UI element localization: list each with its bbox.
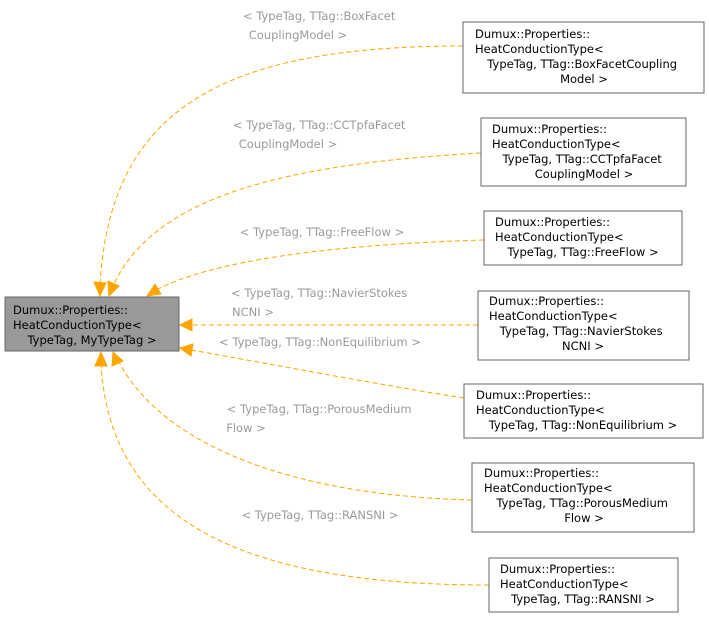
node-box (471, 462, 695, 533)
edge-label: < TypeTag, TTag::CCTpfaFacet CouplingMod… (233, 118, 409, 151)
node-freeflow[interactable]: Dumux::Properties:: HeatConductionType< … (483, 210, 683, 266)
node-box (483, 210, 683, 266)
edge-line (155, 239, 485, 291)
edge-freeflow: < TypeTag, TTag::FreeFlow > (145, 225, 485, 297)
edge-cctpfa-facet: < TypeTag, TTag::CCTpfaFacet CouplingMod… (107, 118, 482, 298)
edge-line (118, 361, 473, 501)
edge-arrowhead (94, 350, 108, 367)
node-text: Dumux::Properties:: HeatConductionType< … (475, 27, 681, 86)
node-porousmedium-flow[interactable]: Dumux::Properties:: HeatConductionType< … (471, 462, 695, 533)
edge-nonequilibrium: < TypeTag, TTag::NonEquilibrium > (178, 335, 465, 399)
edge-porousmedium-flow: < TypeTag, TTag::PorousMedium Flow > (111, 350, 473, 501)
node-nonequilibrium[interactable]: Dumux::Properties:: HeatConductionType< … (463, 383, 704, 439)
node-text: Dumux::Properties:: HeatConductionType< … (500, 562, 655, 606)
node-text: Dumux::Properties:: HeatConductionType< … (484, 466, 672, 525)
edge-arrowhead (178, 343, 194, 357)
edge-arrowhead (178, 318, 193, 332)
root-node-text: Dumux::Properties:: HeatConductionType< … (13, 303, 157, 347)
edge-label: < TypeTag, TTag::BoxFacet CouplingModel … (243, 9, 399, 42)
edge-arrowhead (93, 281, 107, 298)
node-text: Dumux::Properties:: HeatConductionType< … (489, 294, 666, 353)
node-ransni[interactable]: Dumux::Properties:: HeatConductionType< … (488, 557, 679, 613)
edge-box-facet: < TypeTag, TTag::BoxFacet CouplingModel … (93, 9, 464, 298)
root-node[interactable]: Dumux::Properties:: HeatConductionType< … (4, 296, 180, 352)
edge-label: < TypeTag, TTag::FreeFlow > (240, 225, 404, 239)
node-box (463, 383, 704, 439)
nodes: Dumux::Properties:: HeatConductionType< … (462, 21, 705, 613)
node-box-facet[interactable]: Dumux::Properties:: HeatConductionType< … (462, 21, 705, 94)
edge-ransni: < TypeTag, TTag::RANSNI > (94, 350, 490, 586)
edge-line (190, 349, 465, 399)
edge-navierstokes-ncni: < TypeTag, TTag::NavierStokes NCNI > (178, 286, 478, 332)
node-box (488, 557, 679, 613)
edge-arrowhead (111, 350, 124, 367)
node-box (477, 290, 690, 361)
node-box (462, 21, 705, 94)
edge-arrowhead (145, 283, 162, 297)
edge-label: < TypeTag, TTag::NonEquilibrium > (219, 335, 421, 349)
edge-label: < TypeTag, TTag::RANSNI > (241, 508, 398, 522)
edge-line (100, 363, 490, 586)
edge-label: < TypeTag, TTag::NavierStokes NCNI > (231, 286, 411, 319)
edges: < TypeTag, TTag::BoxFacet CouplingModel … (93, 9, 490, 586)
edge-line (99, 45, 464, 286)
edge-arrowhead (107, 280, 120, 298)
node-text: Dumux::Properties:: HeatConductionType< … (495, 215, 659, 259)
edge-line (112, 152, 482, 287)
node-text: Dumux::Properties:: HeatConductionType< … (476, 388, 677, 432)
root-node-box (4, 296, 180, 352)
node-text: Dumux::Properties:: HeatConductionType< … (492, 122, 665, 181)
node-box (480, 117, 687, 187)
node-cctpfa-facet[interactable]: Dumux::Properties:: HeatConductionType< … (480, 117, 687, 187)
node-navierstokes-ncni[interactable]: Dumux::Properties:: HeatConductionType< … (477, 290, 690, 361)
edge-label: < TypeTag, TTag::PorousMedium Flow > (226, 402, 415, 435)
